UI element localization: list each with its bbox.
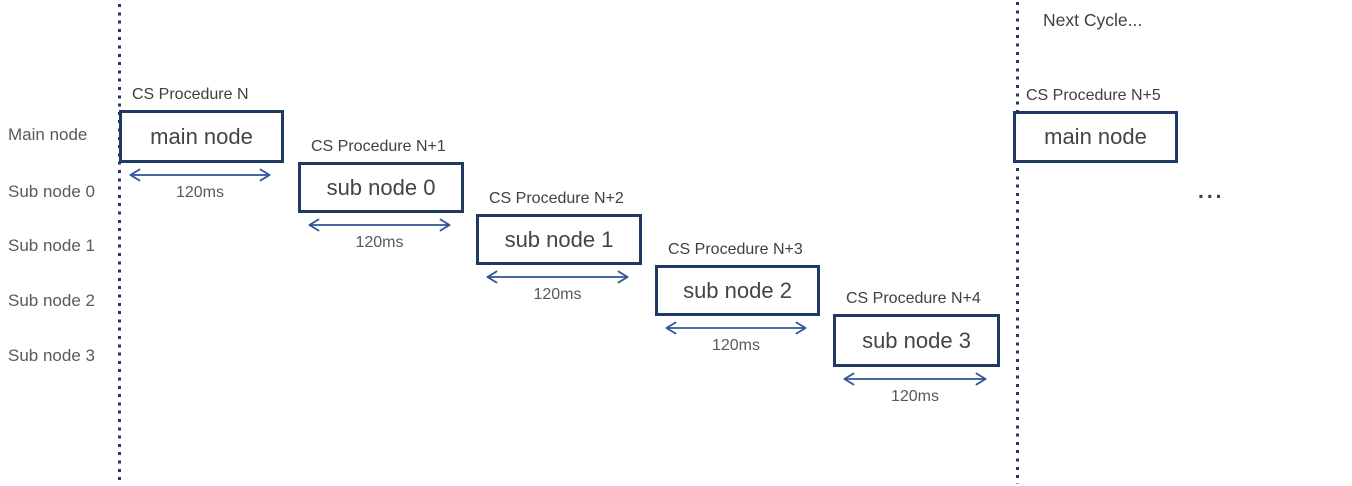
row-label-0: Main node	[8, 125, 88, 144]
continuation-ellipsis: ...	[1198, 180, 1225, 203]
procedure-label-4: CS Procedure N+4	[846, 290, 981, 307]
node-box-5: main node	[1013, 111, 1178, 163]
duration-arrow-icon-2	[485, 270, 630, 284]
row-label-3: Sub node 2	[8, 291, 95, 310]
cycle-boundary-line-right	[1016, 2, 1019, 484]
node-box-2: sub node 1	[476, 214, 642, 265]
duration-arrow-icon-0	[128, 168, 272, 182]
row-label-4: Sub node 3	[8, 346, 95, 365]
node-box-3: sub node 2	[655, 265, 820, 316]
node-box-4: sub node 3	[833, 314, 1000, 367]
duration-arrow-icon-4	[842, 372, 988, 386]
duration-label-2: 120ms	[533, 286, 582, 303]
duration-label-0: 120ms	[175, 184, 225, 201]
procedure-label-1: CS Procedure N+1	[311, 138, 446, 155]
row-label-2: Sub node 1	[8, 236, 95, 255]
procedure-label-3: CS Procedure N+3	[668, 241, 803, 258]
duration-label-3: 120ms	[711, 337, 761, 354]
next-cycle-label: Next Cycle...	[1043, 10, 1143, 30]
procedure-label-5: CS Procedure N+5	[1026, 87, 1161, 104]
duration-label-1: 120ms	[355, 234, 404, 251]
procedure-label-0: CS Procedure N	[132, 86, 249, 103]
node-box-0: main node	[119, 110, 284, 163]
procedure-label-2: CS Procedure N+2	[489, 190, 624, 207]
duration-arrow-icon-1	[307, 218, 452, 232]
duration-arrow-icon-3	[664, 321, 808, 335]
row-label-1: Sub node 0	[8, 182, 95, 201]
duration-label-4: 120ms	[890, 388, 940, 405]
cycle-boundary-line-left	[118, 4, 121, 484]
node-box-1: sub node 0	[298, 162, 464, 213]
